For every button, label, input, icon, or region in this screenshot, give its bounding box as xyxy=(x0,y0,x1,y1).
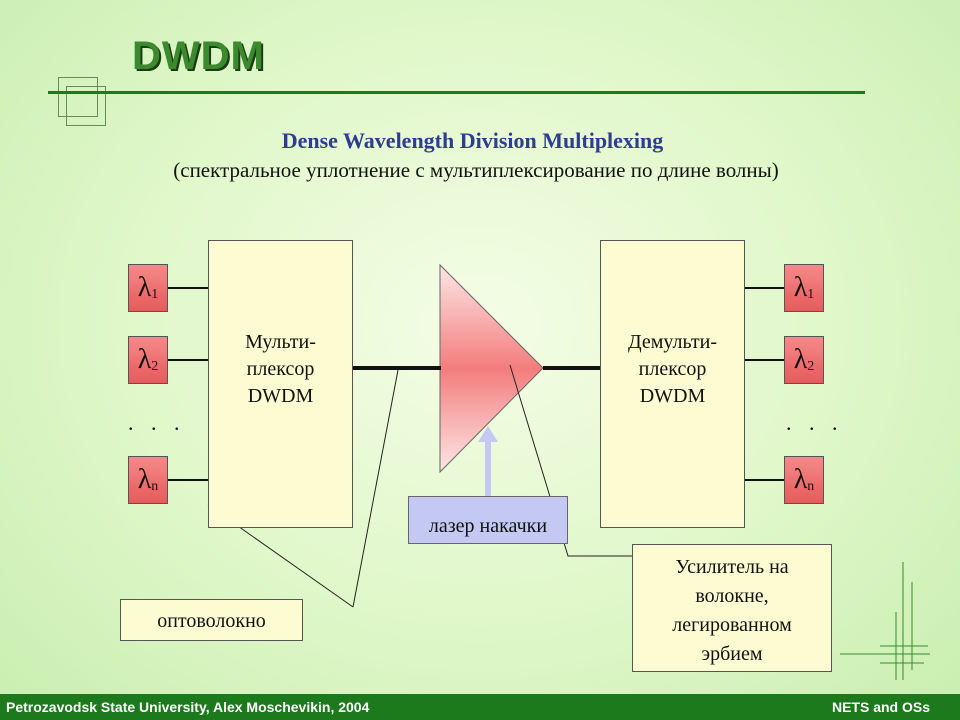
input-wire-1 xyxy=(168,287,208,289)
decorative-square xyxy=(58,77,98,117)
subtitle-russian: (спектральное уплотнение с мультиплексир… xyxy=(173,158,779,182)
amplifier-callout: Усилитель на волокне, легированном эрбие… xyxy=(632,544,832,672)
amplifier-leader-line xyxy=(509,364,632,557)
input-channel-lambda-1: λ1 xyxy=(128,264,168,312)
footer-author: Petrozavodsk State University, Alex Mosc… xyxy=(6,699,370,715)
output-wire-1 xyxy=(745,287,784,289)
subtitle-english: Dense Wavelength Division Multiplexing xyxy=(281,128,664,153)
slide-title: DWDM xyxy=(132,34,265,78)
fiber-callout: оптоволокно xyxy=(120,599,303,641)
output-ellipsis: . . . xyxy=(786,410,844,435)
title-rule xyxy=(48,91,865,94)
fiber-link-right xyxy=(543,366,600,370)
footer-bar: Petrozavodsk State University, Alex Mosc… xyxy=(0,694,960,720)
demultiplexer-label: Демульти- плексор DWDM xyxy=(628,331,717,407)
output-channel-lambda-1: λ1 xyxy=(784,264,824,312)
footer-course: NETS and OSs xyxy=(831,699,930,715)
input-channel-lambda-n: λn xyxy=(128,456,168,504)
output-channel-lambda-n: λn xyxy=(784,456,824,504)
fiber-link-left xyxy=(353,366,441,370)
input-wire-n xyxy=(168,479,208,481)
pump-arrow-head xyxy=(478,426,498,442)
output-wire-n xyxy=(745,479,784,481)
multiplexer-label: Мульти- плексор DWDM xyxy=(245,331,316,407)
input-channel-lambda-2: λ2 xyxy=(128,336,168,384)
output-channel-lambda-2: λ2 xyxy=(784,336,824,384)
fiber-leader-line-right xyxy=(352,369,399,608)
pump-laser-box: лазер накачки xyxy=(408,496,568,544)
output-wire-2 xyxy=(745,359,784,361)
demultiplexer-block: Демульти- плексор DWDM xyxy=(600,240,745,528)
input-ellipsis: . . . xyxy=(128,410,186,435)
multiplexer-block: Мульти- плексор DWDM xyxy=(208,240,353,528)
input-wire-2 xyxy=(168,359,208,361)
decorative-square xyxy=(66,86,106,126)
